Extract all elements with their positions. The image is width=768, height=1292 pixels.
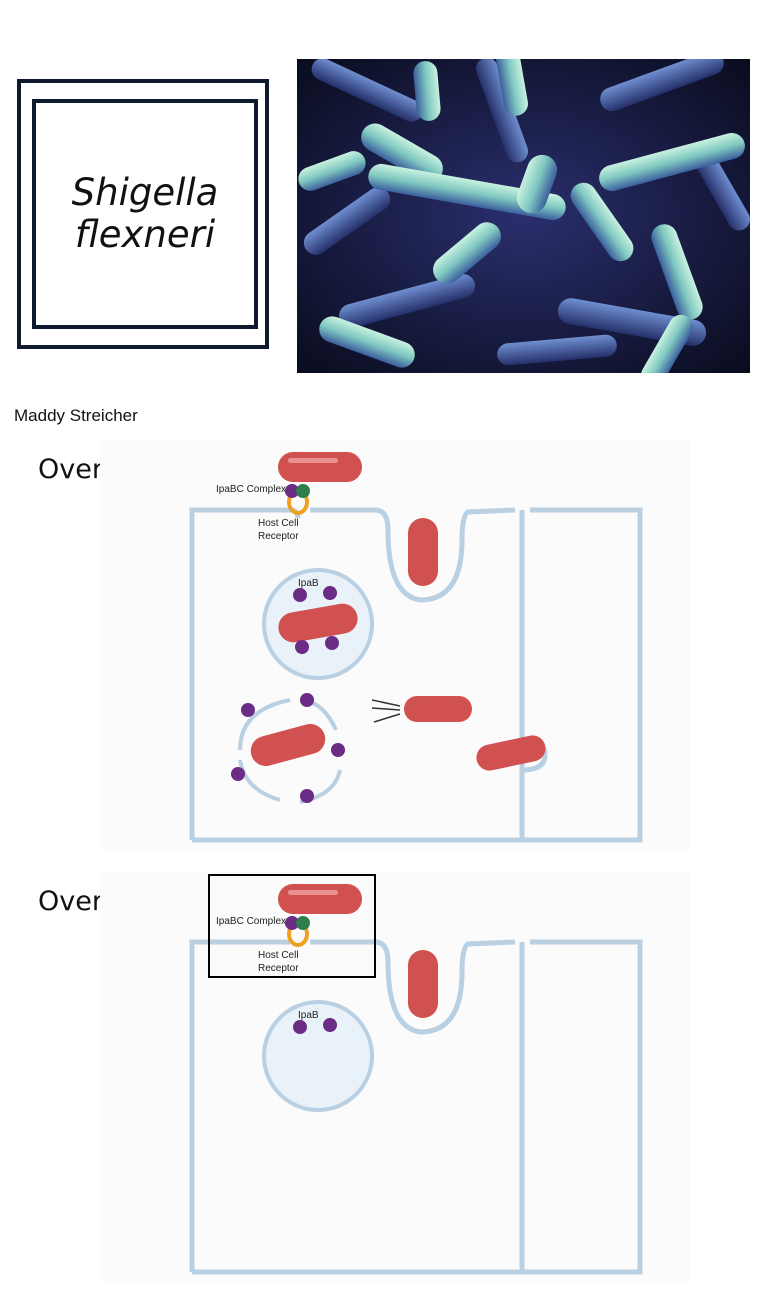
host-cell-label: Host Cell <box>258 518 299 529</box>
title-line-1: Shigella <box>71 171 219 214</box>
infection-diagram: IpaBC Complex Host Cell Receptor IpaB <box>100 440 690 850</box>
ipabc-complex <box>285 916 310 947</box>
ipabc-complex-label: IpaBC Complex <box>216 484 286 495</box>
bacteria-micrograph-image <box>297 59 750 373</box>
diagram-background <box>100 440 690 850</box>
ipabc-complex-label: IpaBC Complex <box>216 916 286 927</box>
title-box: Shigella flexneri <box>32 99 258 329</box>
host-cell-label: Host Cell <box>258 950 299 961</box>
invaginating-bacterium <box>408 950 438 1018</box>
attached-bacterium <box>278 452 362 482</box>
receptor-label: Receptor <box>258 531 299 542</box>
moving-bacterium <box>371 696 472 723</box>
receptor-label: Receptor <box>258 963 299 974</box>
page-title: Shigella flexneri <box>72 172 219 256</box>
title-line-2: flexneri <box>74 213 216 256</box>
diagram-background <box>100 872 690 1282</box>
spreading-bacterium <box>476 735 546 771</box>
overview-slide-1: Overview IpaBC Complex Host Cell Recepto… <box>0 440 768 860</box>
invaginating-bacterium <box>408 518 438 586</box>
vacuole <box>262 568 374 680</box>
attached-bacterium <box>278 884 362 914</box>
ipabc-complex <box>285 484 310 515</box>
ipab-label: IpaB <box>298 1010 319 1021</box>
overview-slide-2: Overview IpaBC Complex Host Cell Recepto… <box>0 872 768 1292</box>
title-frame <box>17 79 269 349</box>
author-name: Maddy Streicher <box>14 406 138 425</box>
lysing-vacuole <box>231 693 345 804</box>
ipab-label: IpaB <box>298 578 319 589</box>
highlight-box <box>208 874 376 978</box>
infection-diagram: IpaBC Complex Host Cell Receptor IpaB <box>100 872 690 1282</box>
